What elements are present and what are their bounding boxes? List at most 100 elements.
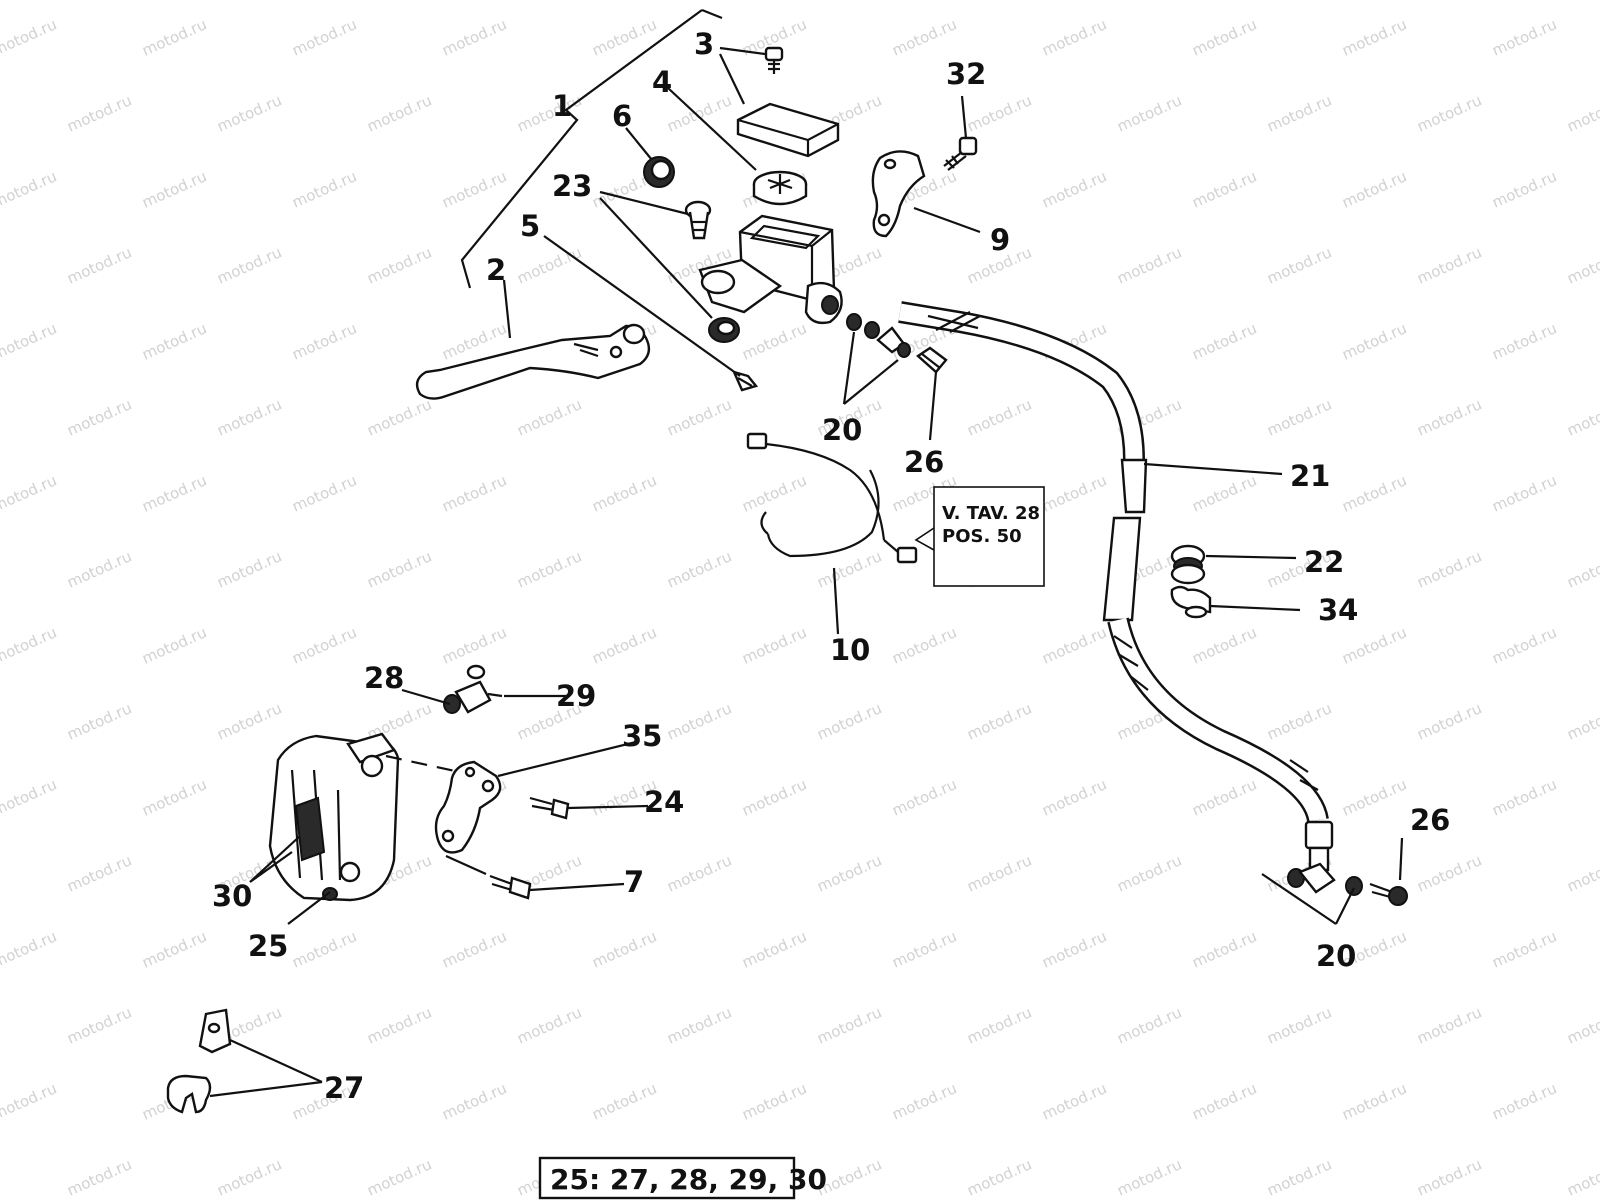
watermark-text: motod.ru [1414,851,1484,895]
watermark-text: motod.ru [964,91,1034,135]
watermark-text: motod.ru [64,1155,134,1199]
watermark-text: motod.ru [1489,927,1559,971]
watermark-text: motod.ru [0,15,59,59]
watermark-text: motod.ru [214,699,284,743]
lower-banjo-bolt [1369,882,1408,906]
watermark-text: motod.ru [64,91,134,135]
watermark-text: motod.ru [1339,623,1409,667]
watermark-text: motod.ru [964,1155,1034,1199]
callout-1: 1 [552,89,572,123]
watermark-text: motod.ru [364,1155,434,1199]
watermark-text: motod.ru [289,167,359,211]
watermark-text: motod.ru [664,547,734,591]
master-cylinder [698,214,843,325]
watermark-text: motod.ru [0,775,59,819]
watermark-text: motod.ru [1564,1155,1600,1199]
watermark-text: motod.ru [1414,91,1484,135]
watermark-text: motod.ru [364,1003,434,1047]
caliper-bolt-lower [489,874,532,900]
watermark-text: motod.ru [514,243,584,287]
reference-note-line2: POS. 50 [942,526,1022,547]
watermark-text: motod.ru [1489,319,1559,363]
watermark-text: motod.ru [139,15,209,59]
watermark-text: motod.ru [589,15,659,59]
reservoir-cover-screw [764,46,784,74]
watermark-text: motod.ru [364,547,434,591]
watermark-text: motod.ru [1114,1155,1184,1199]
watermark-text: motod.ru [664,851,734,895]
watermark-text: motod.ru [64,547,134,591]
callout-20-upper: 20 [822,413,862,447]
callout-3: 3 [694,27,714,61]
watermark-text: motod.ru [514,395,584,439]
watermark-text: motod.ru [364,395,434,439]
watermark-text: motod.ru [0,927,59,971]
legend-text: 25: 27, 28, 29, 30 [550,1163,827,1196]
watermark-text: motod.ru [1489,167,1559,211]
callout-22: 22 [1304,545,1344,579]
watermark-text: motod.ru [739,775,809,819]
callout-26-upper: 26 [904,445,944,479]
seal [643,156,675,188]
watermark-text: motod.ru [814,851,884,895]
reference-note-line1: V. TAV. 28 [942,503,1040,524]
watermark-text: motod.ru [1339,167,1409,211]
diaphragm [752,170,808,206]
watermark-text: motod.ru [139,167,209,211]
watermark-text: motod.ru [1189,1079,1259,1123]
callout-24: 24 [644,785,684,819]
watermark-text: motod.ru [139,775,209,819]
watermark-text: motod.ru [889,927,959,971]
pad-retaining-springs [166,1008,232,1114]
upper-banjo-bolt [916,346,948,374]
watermark-text: motod.ru [289,15,359,59]
watermark-text: motod.ru [1039,15,1109,59]
watermark-text: motod.ru [139,623,209,667]
callout-28: 28 [364,661,404,695]
watermark-text: motod.ru [289,471,359,515]
watermark-text: motod.ru [289,927,359,971]
watermark-text: motod.ru [289,319,359,363]
watermark-text: motod.ru [739,1079,809,1123]
watermark-text: motod.ru [1564,91,1600,135]
watermark-text: motod.ru [139,471,209,515]
callout-23: 23 [552,169,592,203]
watermark-text: motod.ru [0,471,59,515]
clamp-bolt [943,136,978,171]
watermark-text: motod.ru [1039,775,1109,819]
callout-27: 27 [324,1071,364,1105]
watermark-text: motod.ru [0,1079,59,1123]
watermark-text: motod.ru [664,91,734,135]
watermark-text: motod.ru [139,927,209,971]
watermark-text: motod.ru [1039,1079,1109,1123]
watermark-text: motod.ru [1264,243,1334,287]
legend-box [538,1156,796,1200]
watermark-text: motod.ru [889,775,959,819]
brake-lever [415,323,651,400]
brake-switch-wire [746,432,918,564]
callout-29: 29 [556,679,596,713]
watermark-text: motod.ru [1264,1003,1334,1047]
callout-2: 2 [486,253,506,287]
bleeder-valve [443,664,503,714]
watermark-text: motod.ru [1114,851,1184,895]
watermark-text: motod.ru [1189,471,1259,515]
assembly-1-bracket [460,9,703,289]
watermark-text: motod.ru [1414,243,1484,287]
watermark-text: motod.ru [964,699,1034,743]
watermark-text: motod.ru [0,319,59,363]
watermark-text: motod.ru [514,547,584,591]
watermark-text: motod.ru [514,1003,584,1047]
watermark-text: motod.ru [1339,319,1409,363]
watermark-text: motod.ru [64,699,134,743]
watermark-text: motod.ru [1414,1003,1484,1047]
callout-32: 32 [946,57,986,91]
watermark-text: motod.ru [664,395,734,439]
watermark-text: motod.ru [1189,623,1259,667]
watermark-text: motod.ru [1264,1155,1334,1199]
watermark-text: motod.ru [1489,623,1559,667]
watermark-text: motod.ru [1339,775,1409,819]
watermark-text: motod.ru [0,623,59,667]
watermark-text: motod.ru [1039,167,1109,211]
